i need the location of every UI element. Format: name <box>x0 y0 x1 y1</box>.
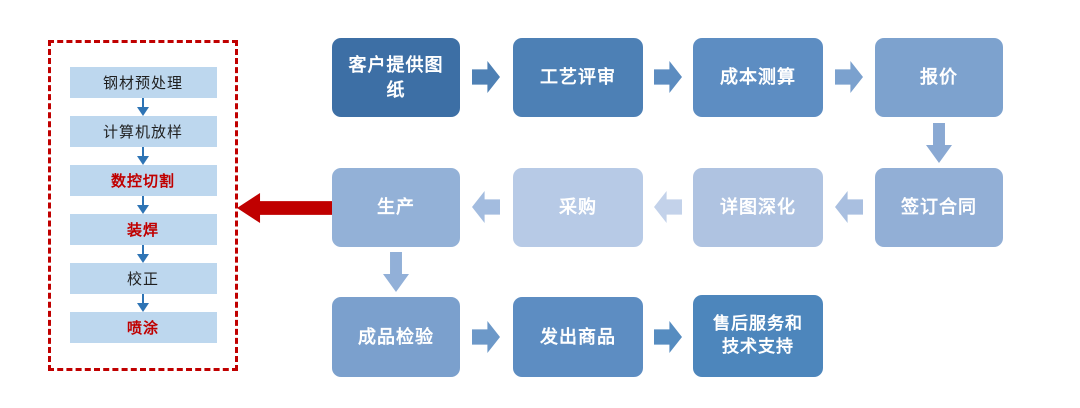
step-box-cnc-cutting: 数控切割 <box>69 165 217 196</box>
step-box-assembly-welding: 装焊 <box>69 214 217 245</box>
flow-box-procurement: 采购 <box>513 168 643 247</box>
right-arrow-icon <box>835 61 863 93</box>
left-arrow-icon <box>472 191 500 223</box>
step-box-steel-pretreatment: 钢材预处理 <box>69 67 217 98</box>
right-arrow-icon <box>472 61 500 93</box>
flow-box-detail-design: 详图深化 <box>693 168 823 247</box>
flow-box-contract-signing: 签订合同 <box>875 168 1003 247</box>
down-arrow-icon <box>136 245 150 263</box>
down-arrow-icon <box>926 123 952 163</box>
flow-box-quotation: 报价 <box>875 38 1003 117</box>
step-box-spray-coating: 喷涂 <box>69 312 217 343</box>
flow-box-customer-drawings: 客户提供图纸 <box>332 38 460 117</box>
down-arrow-icon <box>136 147 150 165</box>
flow-box-product-inspection: 成品检验 <box>332 297 460 377</box>
pretreatment-process-group: 钢材预处理 计算机放样 数控切割 装焊 校正 喷涂 <box>48 40 238 371</box>
flow-box-production: 生产 <box>332 168 460 247</box>
down-arrow-icon <box>136 294 150 312</box>
step-box-straightening: 校正 <box>69 263 217 294</box>
flow-box-process-review: 工艺评审 <box>513 38 643 117</box>
flow-box-after-sales-support: 售后服务和技术支持 <box>693 295 823 377</box>
down-arrow-icon <box>136 98 150 116</box>
right-arrow-icon <box>654 61 682 93</box>
feedback-arrow-icon <box>237 193 333 223</box>
right-arrow-icon <box>472 321 500 353</box>
right-arrow-icon <box>654 321 682 353</box>
down-arrow-icon <box>383 252 409 292</box>
flow-box-goods-delivery: 发出商品 <box>513 297 643 377</box>
left-arrow-icon <box>835 191 863 223</box>
step-box-computer-lofting: 计算机放样 <box>69 116 217 147</box>
down-arrow-icon <box>136 196 150 214</box>
flow-box-cost-estimation: 成本测算 <box>693 38 823 117</box>
left-arrow-icon <box>654 191 682 223</box>
